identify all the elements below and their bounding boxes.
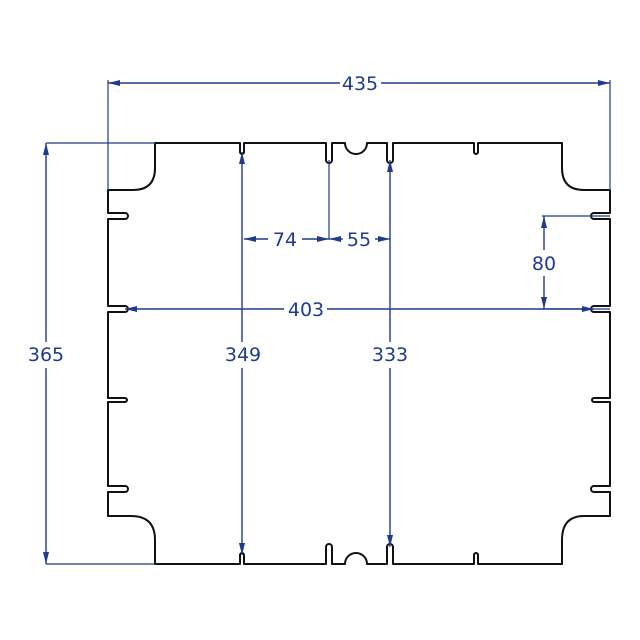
- dim-height-left: 349: [225, 152, 261, 555]
- dim-label-offset-b: 55: [347, 229, 371, 251]
- dim-label-height-right: 333: [372, 344, 408, 366]
- dim-label-height-left: 349: [225, 344, 261, 366]
- dim-inner-width: 403: [125, 299, 594, 321]
- dim-label-inner-width: 403: [288, 299, 324, 321]
- dim-overall-height: 365: [28, 143, 64, 564]
- dim-label-overall-height: 365: [28, 344, 64, 366]
- dim-notch-height: 80: [532, 216, 556, 309]
- dim-height-right: 333: [372, 160, 408, 547]
- dim-label-overall-width: 435: [342, 73, 378, 95]
- dim-offset-b: 55: [329, 229, 390, 251]
- part-outline: [107, 142, 611, 565]
- dim-label-notch-height: 80: [532, 253, 556, 275]
- dim-offset-a: 74: [244, 160, 330, 251]
- dim-overall-width: 435: [108, 73, 610, 95]
- dim-label-offset-a: 74: [273, 229, 297, 251]
